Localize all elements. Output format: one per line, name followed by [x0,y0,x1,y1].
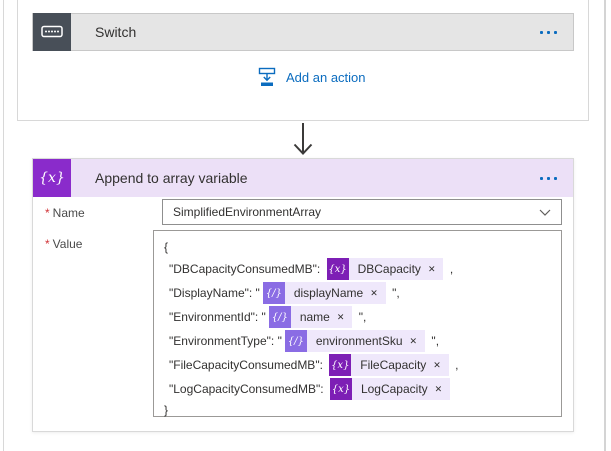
json-suffix-text: , [446,262,454,276]
value-editor-lines: "DBCapacityConsumedMB": {x} DBCapacity ✕ ,… [164,257,553,401]
dynamic-token-pill[interactable]: {x} FileCapacity ✕ [329,354,449,376]
json-suffix-text: ", [428,334,440,348]
variable-name-value: SimplifiedEnvironmentArray [173,205,322,219]
switch-scope-container: Switch Add an action [17,0,589,121]
dynamic-token-pill[interactable]: {/} environmentSku ✕ [284,330,426,352]
variable-icon: {x} [329,378,352,400]
close-brace: } [164,403,169,417]
name-field-label: *Name [45,206,85,220]
json-key-text: "EnvironmentId": " [169,310,266,324]
variable-icon: {x} [329,354,352,376]
chevron-down-icon [539,209,551,216]
json-suffix-text: ", [355,310,367,324]
append-card-header[interactable]: {x} Append to array variable [33,159,573,197]
token-label: DBCapacity [357,262,421,276]
remove-token-icon[interactable]: ✕ [336,311,345,322]
dynamic-token-pill[interactable]: {/} displayName ✕ [262,282,386,304]
dynamic-token-pill[interactable]: {x} DBCapacity ✕ [326,258,444,280]
insert-action-icon [258,67,276,86]
value-line: "DisplayName": "{/} displayName ✕ ", [164,281,553,305]
json-suffix-text: ", [388,286,400,300]
dynamic-content-icon: {/} [284,330,307,352]
value-editor[interactable]: { "DBCapacityConsumedMB": {x} DBCapacity ✕… [153,230,562,417]
variable-action-icon: {x} [33,159,71,197]
add-action-button[interactable]: Add an action [257,67,366,87]
canvas-left-edge [3,0,4,451]
dynamic-token-pill[interactable]: {x} LogCapacity ✕ [329,378,451,400]
switch-card-title: Switch [95,24,137,40]
json-key-text: "EnvironmentType": " [169,334,282,348]
append-to-array-variable-card: {x} Append to array variable *Name Simpl… [32,158,574,432]
remove-token-icon[interactable]: ✕ [370,287,378,298]
value-line: "DBCapacityConsumedMB": {x} DBCapacity ✕ , [164,257,553,281]
value-line: "LogCapacityConsumedMB": {x} LogCapacity ✕ [164,377,553,401]
append-card-title: Append to array variable [95,170,248,186]
json-key-text: "DisplayName": " [169,286,260,300]
value-line: "EnvironmentId": "{/} name ✕ ", [164,305,553,329]
dynamic-token-pill[interactable]: {/} name ✕ [268,306,353,328]
remove-token-icon[interactable]: ✕ [434,383,443,394]
value-line: "EnvironmentType": "{/} environmentSku ✕ "… [164,329,553,353]
json-suffix-text: , [451,358,459,372]
open-brace: { [164,240,169,254]
value-label-text: Value [52,237,83,251]
more-actions-button[interactable] [538,26,559,39]
append-card-body: *Name SimplifiedEnvironmentArray *Value … [33,197,573,431]
token-label: displayName [293,286,364,300]
remove-token-icon[interactable]: ✕ [427,263,436,274]
token-label: environmentSku [315,334,403,348]
required-asterisk: * [45,206,50,220]
name-label-text: Name [52,206,85,220]
value-line: "FileCapacityConsumedMB": {x} FileCapacit… [164,353,553,377]
add-action-label: Add an action [286,69,366,85]
connector-arrow [293,123,313,155]
variable-icon: {x} [326,258,349,280]
switch-action-card[interactable]: Switch [32,13,574,51]
token-label: name [299,310,330,324]
json-key-text: "FileCapacityConsumedMB": [169,358,327,372]
dynamic-content-icon: {/} [268,306,291,328]
more-actions-button[interactable] [538,172,559,185]
json-key-text: "DBCapacityConsumedMB": [169,262,324,276]
remove-token-icon[interactable]: ✕ [433,359,441,370]
required-asterisk: * [45,237,50,251]
remove-token-icon[interactable]: ✕ [409,335,418,346]
json-key-text: "LogCapacityConsumedMB": [169,382,327,396]
token-label: LogCapacity [360,382,428,396]
variable-name-dropdown[interactable]: SimplifiedEnvironmentArray [162,199,562,225]
value-field-label: *Value [45,237,82,251]
token-label: FileCapacity [360,358,427,372]
canvas-right-edge [604,0,606,451]
switch-case-icon [33,13,71,51]
dynamic-content-icon: {/} [262,282,285,304]
